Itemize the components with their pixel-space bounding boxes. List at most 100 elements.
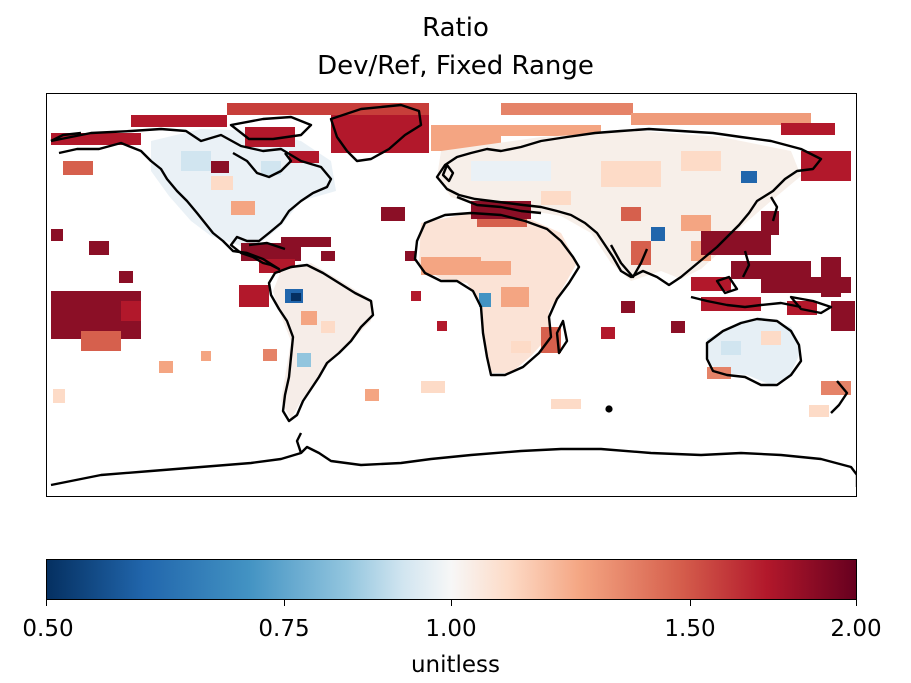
map-cell: [291, 293, 301, 301]
coast-borneo: [715, 275, 739, 295]
map-cell: [631, 113, 811, 125]
colorbar: [46, 559, 857, 600]
coast-hudson: [232, 151, 293, 179]
colorbar-tick: [856, 600, 857, 606]
map-cell: [231, 201, 255, 215]
map-cell: [301, 311, 317, 325]
map-cell: [741, 171, 757, 183]
map-cell: [601, 327, 615, 339]
map-cell: [621, 301, 635, 313]
map-cell: [121, 301, 141, 321]
map-cell: [421, 257, 481, 275]
map-cell: [63, 161, 93, 175]
south-america-field: [273, 263, 373, 419]
map-cell: [159, 361, 173, 373]
map-cell: [761, 331, 781, 345]
map-cell: [181, 151, 211, 171]
coast-cuba: [248, 241, 286, 251]
map-cell: [81, 331, 121, 351]
colorbar-tick-label: 1.50: [664, 616, 716, 642]
map-cell: [411, 291, 421, 301]
map-cell: [761, 211, 779, 235]
map-cell: [471, 161, 551, 181]
map-cell: [501, 287, 529, 307]
chart-title: Ratio: [422, 13, 489, 43]
map-cell: [211, 161, 229, 173]
africa-field: [419, 213, 577, 373]
map-cell: [631, 241, 651, 265]
coast-arctic-islands: [229, 115, 313, 141]
coast-india: [609, 244, 649, 279]
map-cell: [651, 227, 665, 241]
world-map: [50, 103, 856, 487]
map-cell: [297, 353, 311, 367]
map-cell: [831, 301, 855, 331]
coast-greenland: [329, 103, 423, 163]
colorbar-tick: [46, 600, 47, 606]
map-cell: [281, 237, 331, 247]
map-cell: [481, 261, 511, 275]
coast-north-america: [50, 127, 333, 271]
coast-island: [605, 405, 613, 413]
map-cell: [289, 151, 319, 163]
map-cell: [421, 381, 445, 393]
coast-south-america: [267, 263, 375, 423]
coast-africa: [413, 211, 581, 377]
colorbar-tick-label: 1.00: [425, 616, 477, 642]
map-cell: [331, 115, 429, 153]
map-cell: [381, 207, 405, 221]
map-cell: [731, 261, 811, 279]
map-cell: [211, 176, 233, 190]
colorbar-tick: [284, 600, 285, 606]
coast-japan: [769, 196, 779, 222]
map-cell: [227, 103, 429, 115]
map-cell: [601, 161, 661, 187]
colorbar-tick-label: 2.00: [830, 616, 882, 642]
coast-philippines: [741, 250, 751, 278]
map-cell: [131, 115, 227, 127]
map-cell: [511, 341, 531, 353]
chart-subtitle: Dev/Ref, Fixed Range: [317, 51, 594, 81]
map-cell: [501, 103, 633, 115]
map-panel: [46, 93, 857, 497]
coast-newzealand: [830, 380, 849, 414]
map-cell: [821, 257, 841, 297]
map-cell: [89, 241, 109, 255]
map-cell: [551, 399, 581, 409]
coast-alaska: [50, 131, 82, 143]
map-cell: [621, 207, 641, 221]
coast-indonesia: [690, 295, 802, 309]
map-cell: [821, 381, 851, 395]
map-cell: [321, 251, 335, 261]
map-cell: [201, 351, 211, 361]
colorbar-tick: [451, 600, 452, 606]
map-cell: [437, 321, 447, 331]
map-cell: [261, 161, 281, 175]
map-cell: [681, 215, 711, 231]
map-cell: [721, 341, 741, 355]
map-cell: [671, 321, 685, 333]
map-cell: [405, 251, 415, 261]
coast-eurasia: [435, 127, 823, 287]
map-cell: [239, 285, 269, 307]
colorbar-label: unitless: [410, 652, 501, 678]
coast-antarctica-peninsula: [295, 432, 303, 454]
coast-newguinea: [789, 295, 833, 315]
coast-australia: [705, 317, 803, 387]
map-cell: [541, 191, 571, 205]
map-cell: [809, 405, 829, 417]
coast-antarctica: [50, 445, 856, 487]
colorbar-tick-label: 0.75: [258, 616, 310, 642]
map-cell: [245, 127, 295, 147]
map-cell: [781, 123, 835, 135]
map-cell: [801, 151, 851, 181]
map-cell: [365, 389, 379, 401]
map-cell: [681, 151, 721, 171]
colorbar-tick-label: 0.50: [22, 616, 74, 642]
map-cell: [701, 297, 761, 311]
coast-mediterranean: [456, 195, 542, 215]
colorbar-tick: [690, 600, 691, 606]
map-cell: [53, 389, 65, 403]
ratio-field: [51, 103, 855, 419]
map-cell: [119, 271, 133, 283]
